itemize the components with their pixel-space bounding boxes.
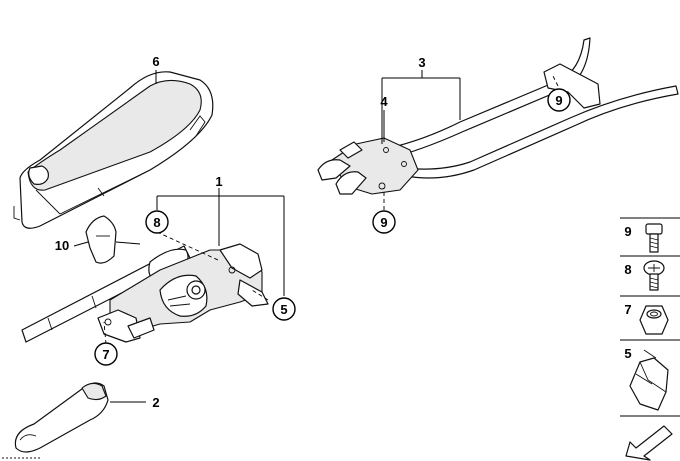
callout-5-circle: 5: [272, 297, 296, 321]
callout-8: 8: [153, 215, 160, 230]
leader-lines: [73, 70, 559, 403]
release-button-part: [85, 215, 117, 264]
callout-7-circle: 7: [94, 342, 118, 366]
legend-number-5: 5: [624, 346, 631, 361]
spring-clip-icon: [629, 349, 669, 411]
callout-9b-circle: 9: [372, 210, 396, 234]
handbrake-boot-part: [13, 71, 214, 229]
phillips-screw-icon: [643, 260, 665, 291]
callouts: 6 1 10 2 3 4 8 5 7 9 9: [55, 54, 571, 410]
callout-9b: 9: [380, 215, 387, 230]
callout-6: 6: [152, 54, 159, 69]
legend-number-9: 9: [624, 224, 631, 239]
callout-5: 5: [280, 302, 287, 317]
brake-cable-part: [317, 37, 679, 195]
callout-3: 3: [418, 55, 425, 70]
hex-nut-icon: [639, 305, 669, 335]
callout-9a-circle: 9: [547, 88, 571, 112]
arrow-icon: [625, 425, 673, 461]
legend-number-8: 8: [624, 262, 631, 277]
handle-grip-part: [2, 382, 109, 459]
callout-2: 2: [152, 395, 159, 410]
callout-9a: 9: [555, 93, 562, 108]
callout-8-circle: 8: [145, 210, 169, 234]
callout-4: 4: [380, 94, 388, 109]
legend-number-7: 7: [624, 302, 631, 317]
fastener-legend: 9 8 7 5: [620, 217, 680, 461]
callout-10: 10: [55, 238, 69, 253]
callout-1: 1: [215, 174, 222, 189]
handbrake-lever-part: [21, 243, 269, 343]
callout-7: 7: [102, 347, 109, 362]
bolt-icon: [645, 223, 663, 253]
